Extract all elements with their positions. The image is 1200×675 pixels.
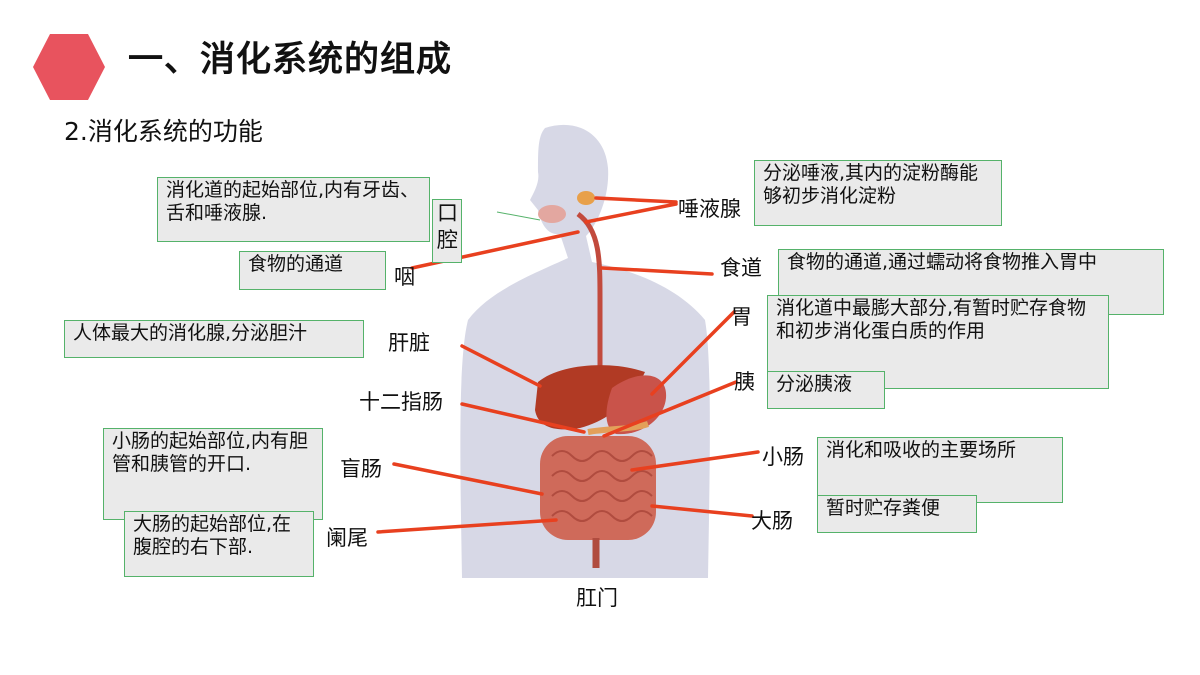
leader-salivary-1 <box>594 196 678 204</box>
leader-stomach <box>650 310 736 396</box>
organ-label-pharynx: 咽 <box>394 265 415 289</box>
liver-shape <box>535 365 645 430</box>
leader-esophagus <box>600 266 714 276</box>
organ-label-large-intestine: 大肠 <box>751 509 793 533</box>
organ-label-small-intestine: 小肠 <box>762 445 804 469</box>
organ-label-salivary-gland: 唾液腺 <box>678 197 741 221</box>
stomach-shape <box>606 375 667 435</box>
hexagon-icon <box>33 34 105 100</box>
organ-label-stomach: 胃 <box>731 305 752 329</box>
organ-label-appendix: 阑尾 <box>326 526 368 550</box>
leader-cecum <box>392 462 544 496</box>
organ-label-pancreas: 胰 <box>734 370 755 394</box>
page-title: 一、消化系统的组成 <box>128 40 453 80</box>
function-box-liver: 人体最大的消化腺,分泌胆汁 <box>64 320 364 358</box>
leader-pancreas <box>602 380 738 438</box>
leader-liver <box>460 344 542 388</box>
function-box-pancreas: 分泌胰液 <box>767 371 885 409</box>
organ-label-anus: 肛门 <box>576 586 618 610</box>
function-box-pharynx: 食物的通道 <box>239 251 386 290</box>
organ-label-esophagus: 食道 <box>720 256 762 280</box>
function-box-small-intestine: 消化和吸收的主要场所 <box>817 437 1063 503</box>
leader-salivary-2 <box>584 202 678 224</box>
mouth-shape <box>538 205 566 223</box>
salivary-gland-shape <box>577 191 595 205</box>
organ-label-liver: 肝脏 <box>388 331 430 355</box>
organ-label-duodenum: 十二指肠 <box>359 390 443 414</box>
leader-large-intestine <box>650 504 754 518</box>
mouth-connector <box>496 211 541 221</box>
leader-duodenum <box>460 402 586 434</box>
function-box-salivary-gland: 分泌唾液,其内的淀粉酶能够初步消化淀粉 <box>754 160 1002 226</box>
function-box-cecum: 大肠的起始部位,在腹腔的右下部. <box>124 511 314 577</box>
organ-label-cecum: 盲肠 <box>340 457 382 481</box>
leader-small-intestine <box>630 450 760 472</box>
function-box-mouth: 消化道的起始部位,内有牙齿、舌和唾液腺. <box>157 177 430 242</box>
organ-label-mouth: 口腔 <box>432 199 462 263</box>
function-box-large-intestine: 暂时贮存粪便 <box>817 495 977 533</box>
section-subtitle: 2.消化系统的功能 <box>64 117 263 146</box>
leader-appendix <box>376 518 558 534</box>
intestine-coils <box>551 450 653 522</box>
function-box-duodenum: 小肠的起始部位,内有胆管和胰管的开口. <box>103 428 323 520</box>
